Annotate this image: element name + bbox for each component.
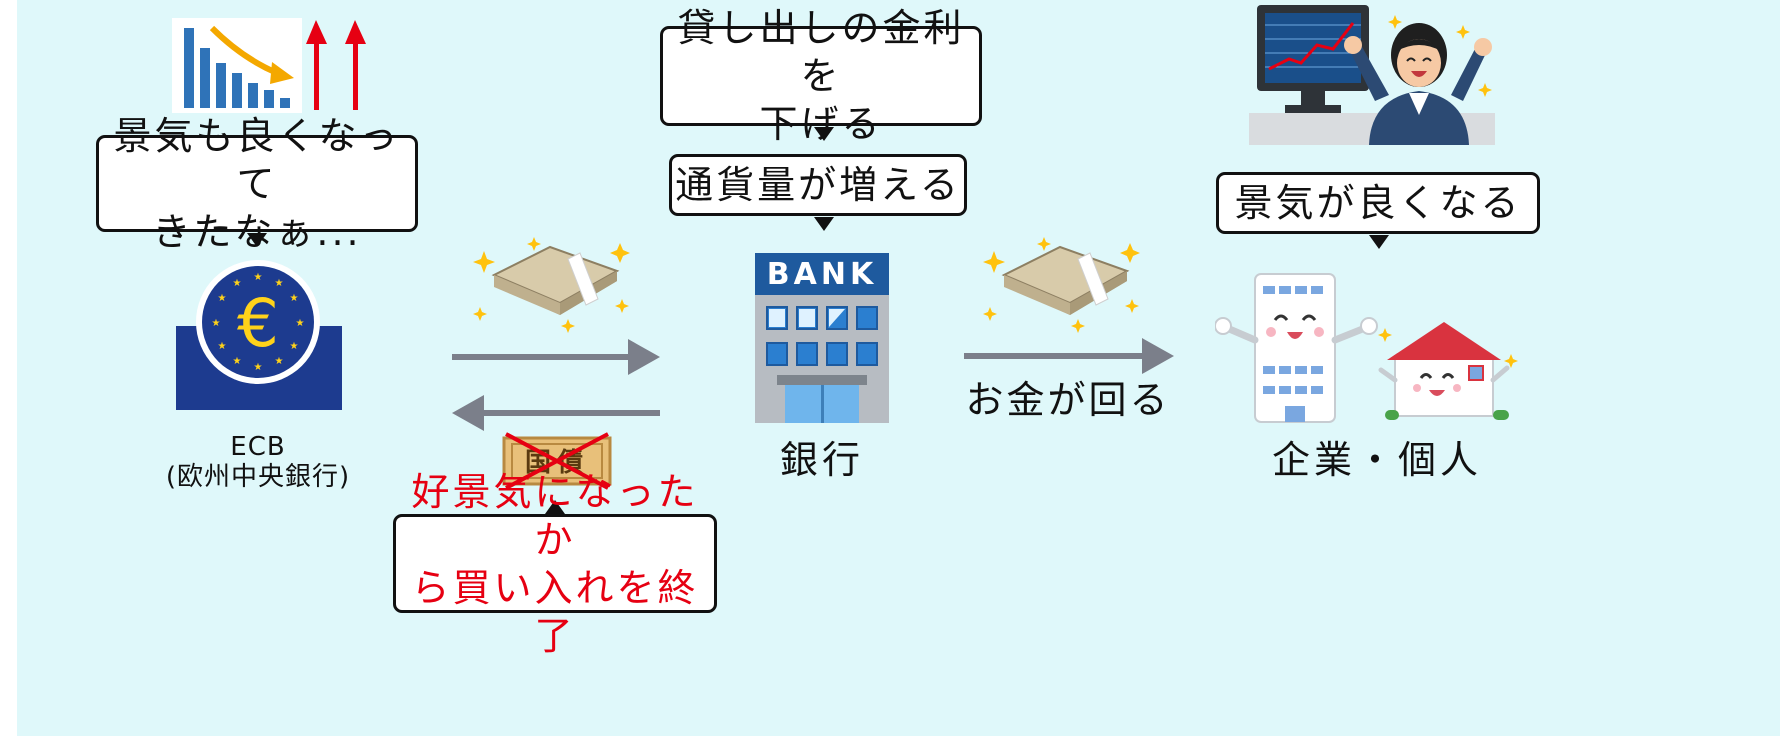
public-label: 企業・個人 [1271, 438, 1482, 482]
svg-text:★: ★ [275, 356, 284, 367]
svg-text:★: ★ [212, 318, 221, 329]
house-character-icon [1378, 322, 1510, 420]
declining-chart-icon [172, 18, 366, 113]
money-bundle-icon [983, 237, 1140, 333]
svg-text:★: ★ [254, 362, 263, 373]
svg-text:★: ★ [275, 278, 284, 289]
diagram-canvas: 景気も良くなって きたなぁ... ★ ★ ★ ★ ★ ★ ★ ★ ★ ★ ★ ★ € ECB (… [17, 0, 1780, 736]
bank-rate-bubble-tail [814, 127, 834, 141]
money-supply-bubble-tail [814, 217, 834, 231]
bank-sign-text: BANK [766, 257, 878, 292]
svg-text:★: ★ [233, 278, 242, 289]
ecb-logo-icon: ★ ★ ★ ★ ★ ★ ★ ★ ★ ★ ★ ★ € [176, 260, 342, 410]
svg-text:★: ★ [254, 272, 263, 283]
ecb-bubble-tail [247, 233, 267, 247]
svg-text:€: € [237, 285, 279, 362]
ecb-speech-bubble: 景気も良くなって きたなぁ... [96, 114, 418, 254]
cross-out-icon [505, 432, 609, 490]
bond-bubble-tail [545, 500, 565, 514]
government-bond-icon: 国債 [502, 432, 612, 490]
arrow-to-public-icon [964, 338, 1174, 374]
arrow-to-ecb-icon [482, 410, 660, 416]
ecb-label: ECB (欧州中央銀行) [165, 432, 351, 492]
money-bundle-icon [473, 237, 630, 333]
economy-bubble-tail [1369, 235, 1389, 249]
money-supply-bubble: 通貨量が増える [669, 154, 967, 216]
bank-rate-bubble: 貸し出しの金利を 下げる [660, 6, 982, 146]
svg-text:★: ★ [296, 318, 305, 329]
money-circulates-label: お金が回る [965, 378, 1171, 422]
economy-improves-bubble: 景気が良くなる [1216, 172, 1540, 234]
svg-text:★: ★ [233, 356, 242, 367]
bank-label: 銀行 [779, 438, 864, 482]
company-building-character-icon [1215, 273, 1518, 423]
happy-businesswoman-icon [1249, 5, 1495, 145]
arrow-to-bank-icon [452, 339, 660, 431]
svg-text:★: ★ [218, 293, 227, 304]
bond-speech-bubble: 好景気になったか ら買い入れを終了 [393, 470, 717, 658]
bank-building-icon: BANK [755, 253, 889, 423]
svg-text:★: ★ [290, 341, 299, 352]
svg-text:★: ★ [218, 341, 227, 352]
svg-text:★: ★ [290, 293, 299, 304]
